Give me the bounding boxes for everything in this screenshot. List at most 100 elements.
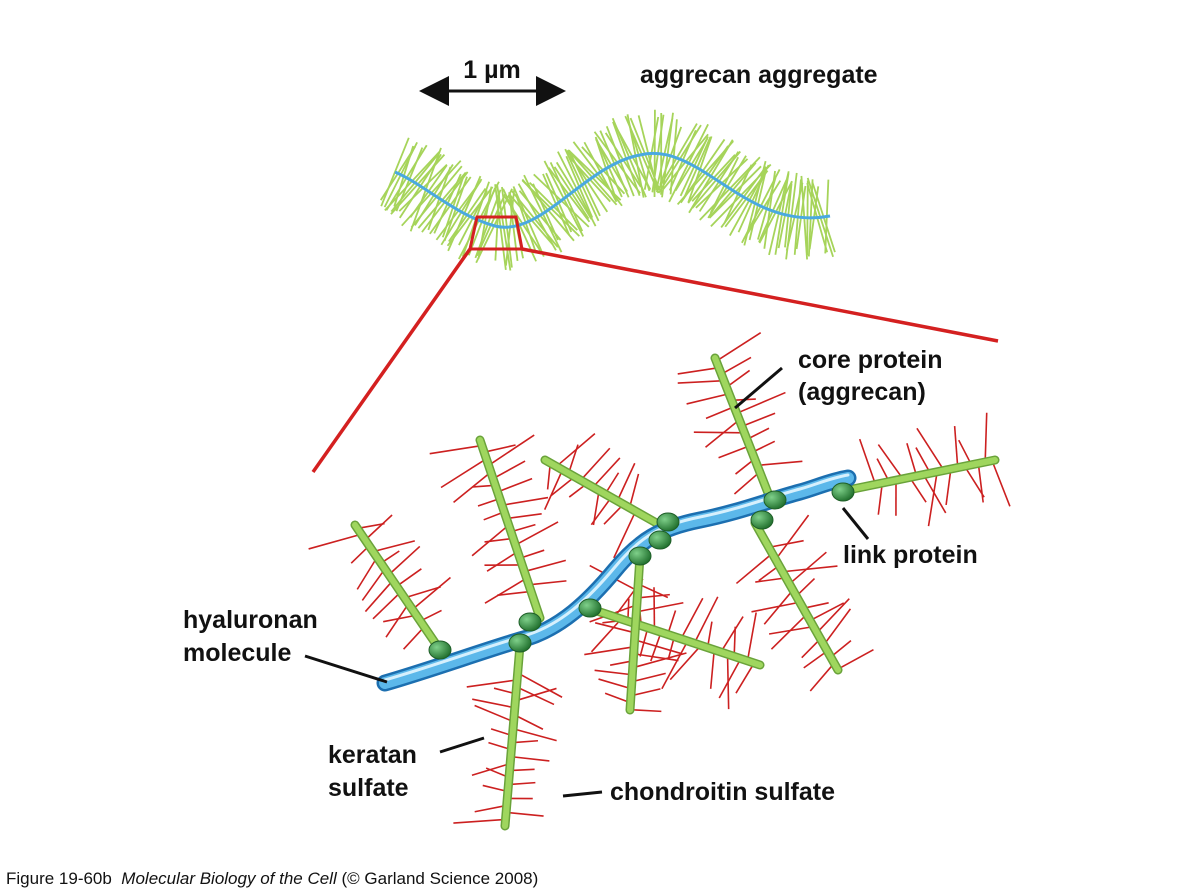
link-protein: [750, 510, 774, 530]
chondroitin-sulfate-chain: [486, 550, 519, 572]
core-protein-pointer: [734, 366, 783, 410]
link-protein-label: link protein: [843, 541, 978, 569]
chondroitin-sulfate-chain: [506, 811, 544, 817]
chondroitin-sulfate-chain: [550, 476, 576, 497]
link-protein: [518, 612, 542, 632]
chondroitin-sulfate-chain: [515, 521, 559, 546]
chondroitin-sulfate-chain: [768, 625, 814, 635]
chondroitin-sulfate-chain: [877, 444, 904, 480]
core-protein: [845, 457, 998, 493]
keratan-label-2: sulfate: [328, 774, 409, 802]
copyright: (© Garland Science 2008): [341, 869, 539, 888]
chondroitin-sulfate-chain: [991, 460, 1011, 507]
chondroitin-sulfate-chain: [715, 331, 762, 362]
chondroitin-sulfate-chain: [594, 669, 633, 676]
core-protein-label-2: (aggrecan): [798, 378, 926, 406]
chondroitin-sulfate-chain: [613, 510, 637, 559]
chondroitin-sulfate-chain: [488, 434, 535, 467]
chondroitin-sulfate-chain: [726, 369, 751, 388]
link-protein: [508, 633, 532, 653]
chondroitin-sulfate-chain: [718, 658, 742, 699]
link-proteins: [428, 482, 855, 660]
chondroitin-sulfate-chain: [506, 512, 542, 520]
chondroitin-sulfate-chain: [906, 443, 918, 477]
chondroitin-sulfate-chain: [372, 540, 415, 553]
chondroitin-sulfate-chain: [823, 608, 852, 646]
chondroitin-sulfate-chain: [636, 601, 684, 613]
chondroitin-sulfate-chain: [733, 471, 761, 495]
chondroitin-sulfate-chain: [837, 649, 874, 670]
chondroitin-sulfate-chain: [686, 392, 730, 405]
link-protein: [763, 490, 787, 510]
chondroitin-sulfate-chain: [945, 468, 952, 506]
scale-label: 1 µm: [463, 56, 520, 84]
chondroitin-sulfate-chain: [510, 755, 550, 762]
chondroitin-sulfate-chain: [429, 444, 482, 455]
chondroitin-sulfate-chain: [720, 616, 744, 653]
chondroitin-sulfate-chain: [669, 644, 702, 681]
chondroitin-sulfate-chain: [364, 514, 393, 541]
chondroitin-sulfate-chain: [803, 650, 828, 669]
chondroitin-sulfate-chain: [705, 419, 740, 448]
link-protein: [648, 530, 672, 550]
chondroitin-sulfate-chain: [580, 447, 611, 481]
hyaluronan-label: hyaluronan: [183, 606, 318, 634]
chondroitin-sulfate-chain: [497, 477, 533, 493]
chondroitin-sulfate-chain: [584, 646, 635, 656]
chondroitin-sulfate-chain: [501, 496, 549, 507]
book-title: Molecular Biology of the Cell: [121, 869, 337, 888]
chondroitin-sulfate-chain: [440, 458, 487, 489]
chondroitin-sulfate-chain: [746, 612, 757, 661]
aggregate-bristles: [379, 109, 836, 271]
chondroitin-sulfate-chain: [788, 551, 827, 585]
chondroitin-sulfate-chain: [809, 662, 835, 692]
chondroitin-sulfate-chain: [677, 379, 724, 384]
link-protein: [831, 482, 855, 502]
chondroitin-sulfate-chain: [677, 366, 719, 375]
chondroitin-sulfate-chain: [515, 687, 557, 702]
chondroitin-sulfate-chain: [775, 514, 810, 561]
chondroitin-sulfate-chain: [637, 593, 670, 599]
chondroitin-sulfate-chain: [909, 476, 927, 503]
chondroitin-sulfate-chain: [453, 471, 492, 504]
chondroitin-sulfate-chain: [963, 465, 985, 498]
chondroitin-sulfate-chain: [770, 613, 808, 650]
core-protein: [477, 437, 543, 621]
core-protein: [752, 520, 841, 673]
aggregate-hyaluronan-axis: [394, 151, 831, 229]
chondroitin-sulfate-chain: [680, 597, 704, 640]
chondroitin-sulfate-chain: [592, 457, 621, 488]
chondroitin-label: chondroitin sulfate: [610, 778, 835, 806]
chondroitin-sulfate-chain: [616, 462, 636, 502]
chondroitin-pointer: [562, 790, 603, 798]
chondroitin-sulfate-chain: [977, 463, 984, 503]
link-protein-pointer: [841, 507, 870, 540]
chondroitin-sulfate-chain: [361, 568, 386, 601]
chondroitin-sulfate-chain: [915, 447, 932, 474]
chondroitin-sulfate-chain: [984, 412, 988, 463]
chondroitin-sulfate-chain: [632, 652, 687, 669]
chondroitin-sulfate-chain: [916, 427, 945, 471]
chondroitin-sulfate-chain: [484, 577, 527, 604]
chondroitin-sulfate-chain: [474, 804, 507, 813]
chondroitin-sulfate-chain: [922, 474, 947, 514]
chondroitin-sulfate-chain: [755, 577, 787, 583]
chondroitin-sulfate-chain: [816, 598, 850, 634]
chondroitin-sulfate-chain: [524, 559, 566, 573]
chondroitin-sulfate-chain: [858, 438, 877, 485]
figure-number: Figure 19-60b: [6, 869, 112, 888]
chondroitin-sulfate-chain: [472, 698, 515, 709]
chondroitin-sulfate-chain: [757, 460, 803, 467]
chondroitin-sulfate-chain: [594, 622, 636, 634]
chondroitin-sulfate-chain: [735, 662, 755, 694]
aggregate-title: aggrecan aggregate: [640, 61, 878, 89]
chondroitin-sulfate-chain: [630, 688, 661, 697]
figure-caption: Figure 19-60b Molecular Biology of the C…: [6, 869, 538, 889]
core-protein: [352, 522, 443, 653]
chondroitin-sulfate-chain: [628, 473, 640, 508]
chondroitin-sulfate-chain: [631, 672, 666, 683]
hyaluronan-pointer: [304, 654, 388, 684]
chondroitin-sulfate-chain: [720, 356, 752, 375]
chondroitin-sulfate-chain: [877, 482, 884, 515]
